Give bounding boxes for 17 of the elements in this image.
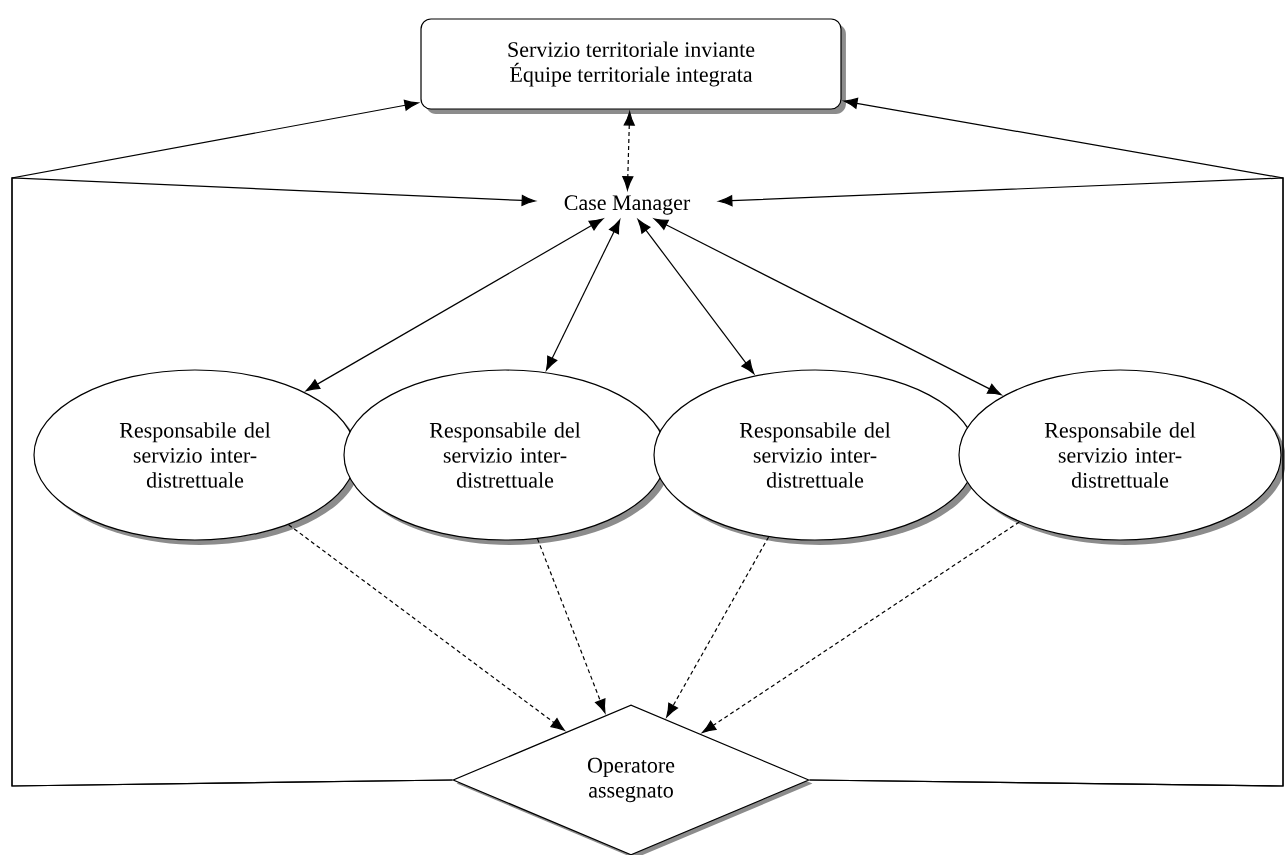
arrow xyxy=(637,219,755,375)
arrow xyxy=(11,177,536,787)
ellipse-node: Responsabile del servizio inter-distrettuale xyxy=(958,369,1285,545)
arrow xyxy=(666,536,770,718)
arrow xyxy=(305,218,604,392)
label-text: Case Manager xyxy=(564,195,691,215)
arrow xyxy=(653,218,1002,396)
arrow xyxy=(536,538,606,714)
arrow xyxy=(701,521,1020,734)
process-box: Servizio territoriale inviante Équipe territoriale integrata xyxy=(420,18,846,114)
ellipse-node: Responsabile del servizio inter-distrettuale xyxy=(343,369,671,545)
arrow xyxy=(288,524,565,731)
ellipse-node: Responsabile del servizio inter-distrettuale xyxy=(33,369,361,545)
arrow xyxy=(718,177,1284,787)
arrow xyxy=(545,219,621,371)
arrow xyxy=(622,111,635,191)
ellipse-node: Responsabile del servizio inter-distrettuale xyxy=(653,369,981,545)
